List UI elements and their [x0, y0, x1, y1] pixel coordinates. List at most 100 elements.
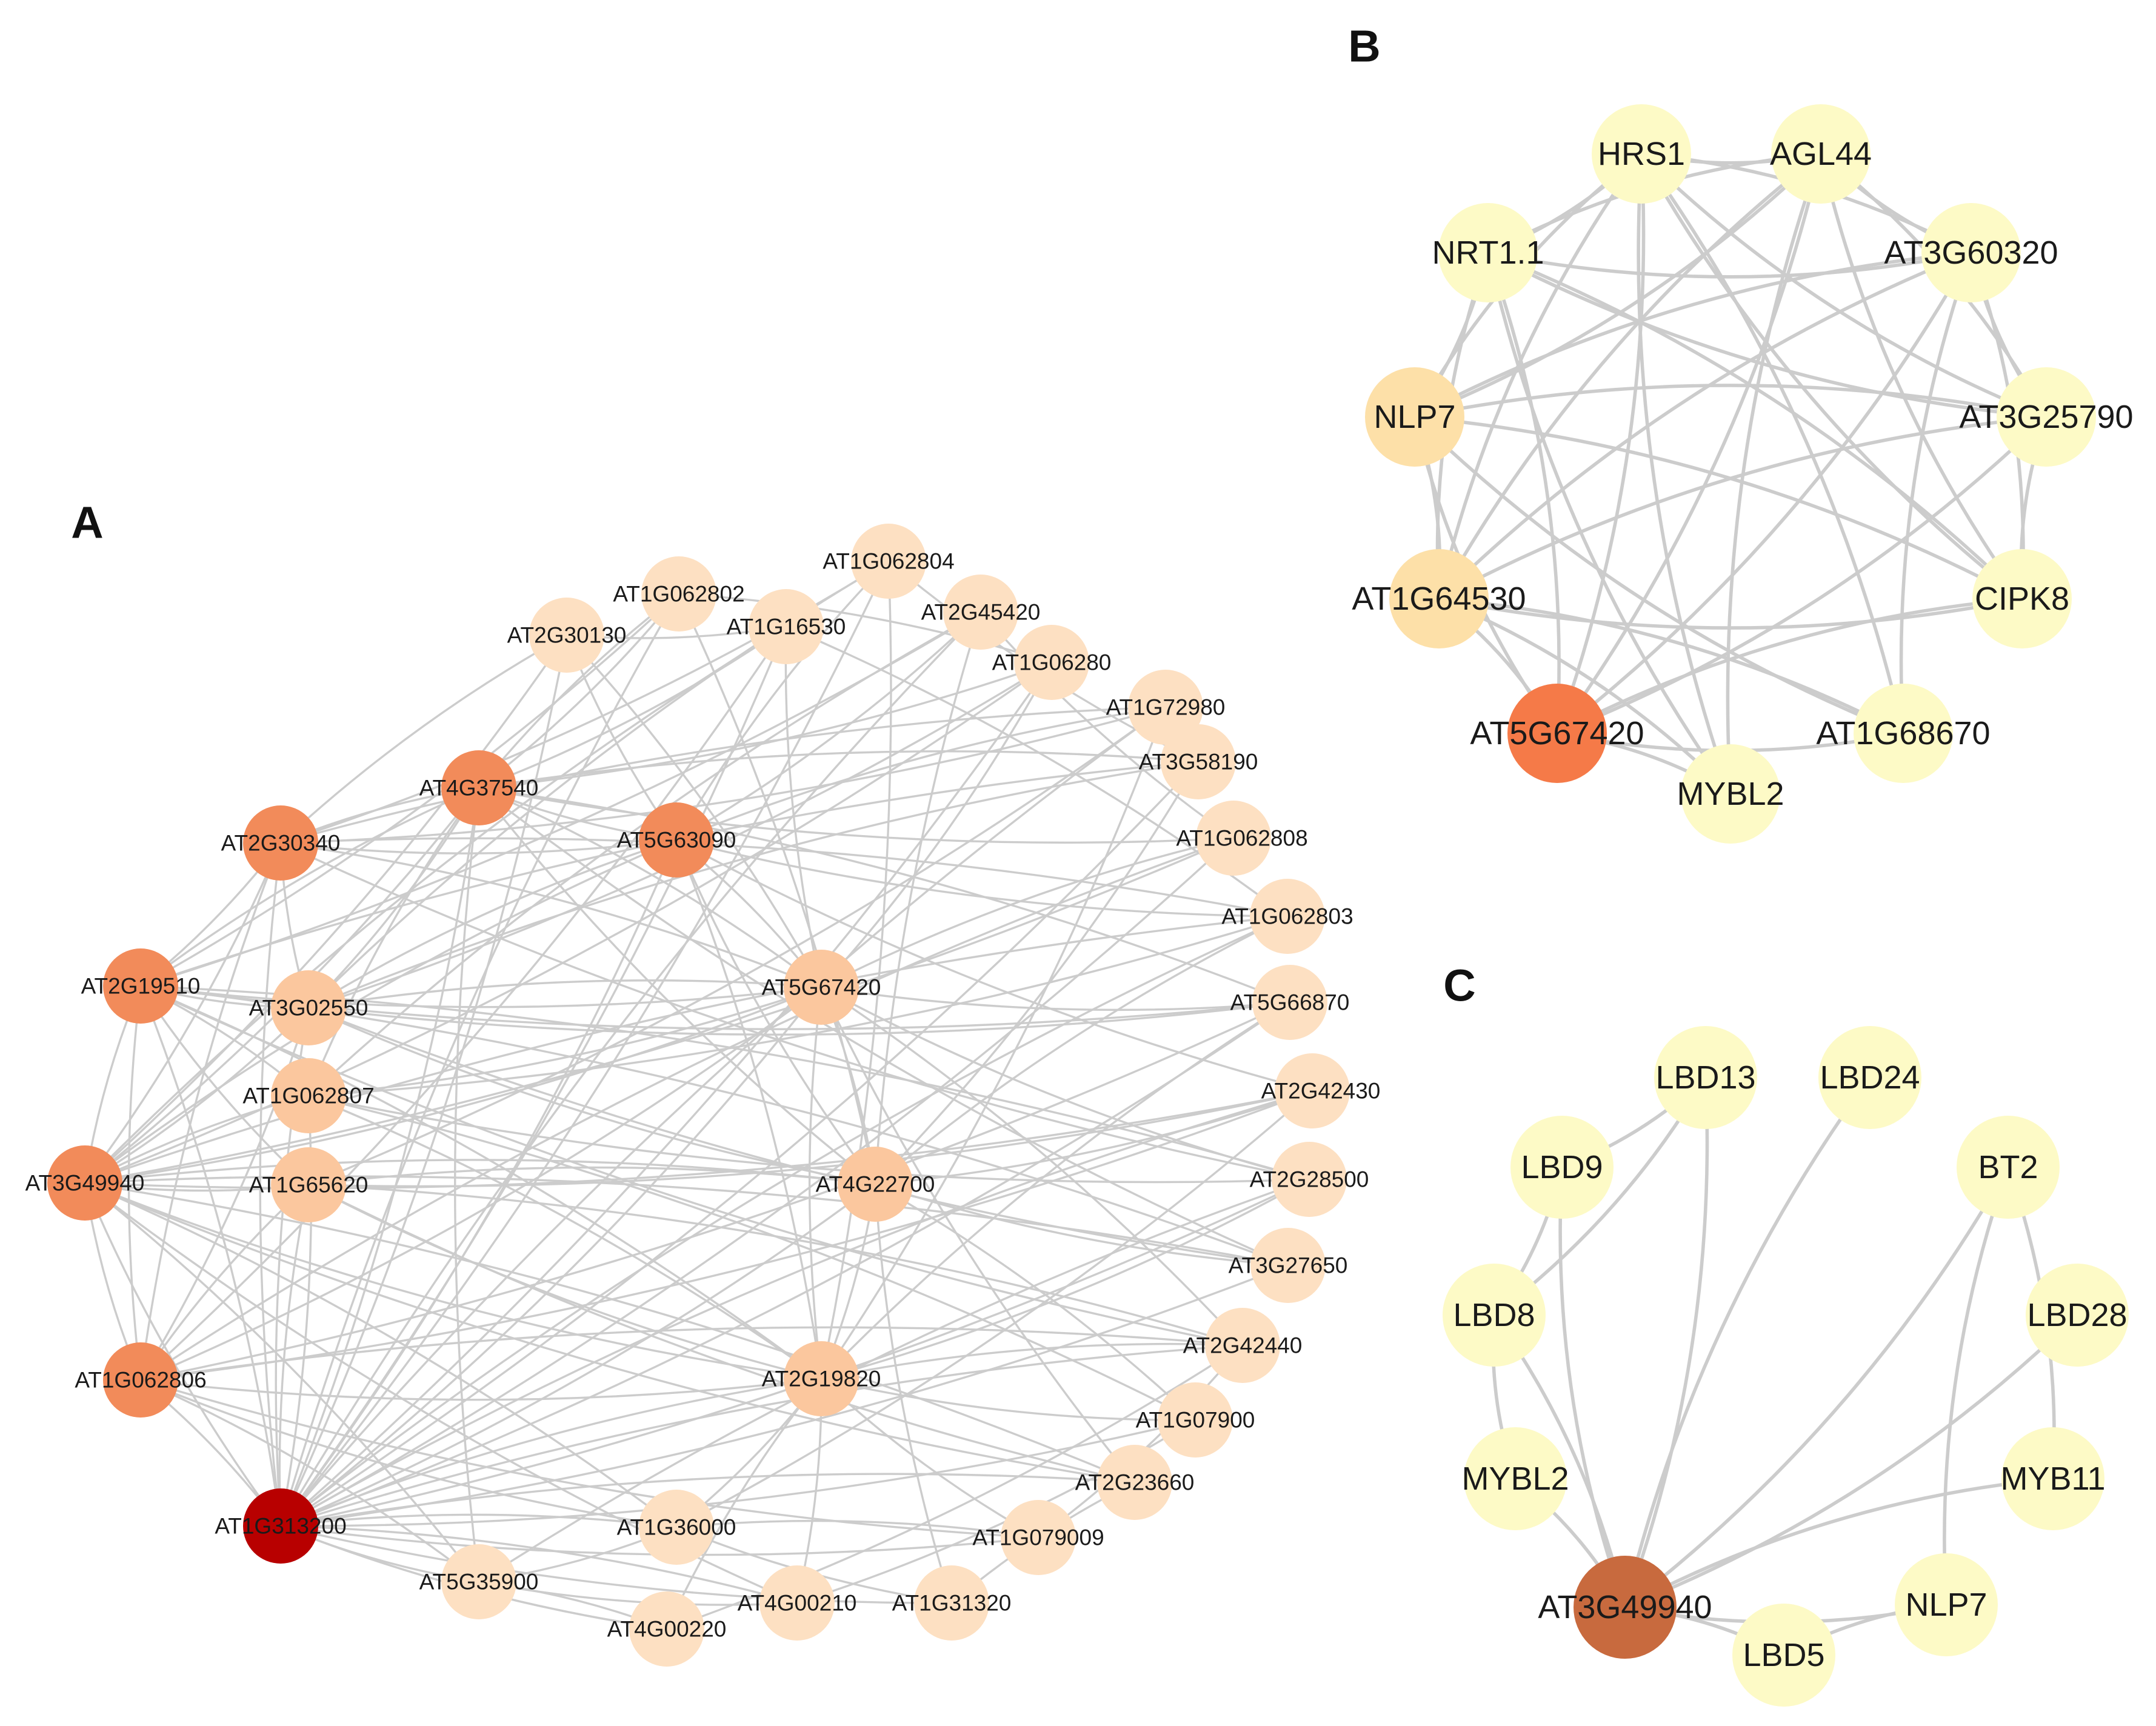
node-circle [47, 1145, 122, 1221]
node-label: NLP7 [1373, 399, 1455, 435]
edge [1623, 1077, 1709, 1608]
edge [1637, 153, 1732, 795]
node-circle [1654, 1026, 1757, 1129]
edge [676, 1090, 1313, 1528]
node-circle [243, 1488, 318, 1564]
node-label: AT1G313200 [215, 1514, 346, 1539]
edge [676, 839, 1313, 1092]
node-circle [641, 556, 716, 631]
edge [308, 839, 677, 1009]
network-node: AT1G31320 [892, 1565, 1011, 1641]
edge [279, 787, 480, 1527]
edge [1555, 153, 1823, 735]
edge [478, 593, 680, 789]
node-label: LBD24 [1820, 1059, 1920, 1096]
network-node: AT5G35900 [419, 1544, 538, 1619]
node-circle [1365, 367, 1464, 467]
node-circle [784, 950, 859, 1025]
edge [140, 985, 822, 1008]
edge [139, 626, 787, 1381]
node-circle [1438, 203, 1538, 302]
edge [280, 1513, 677, 1528]
edge [127, 985, 142, 1381]
node-label: BT2 [1978, 1149, 2038, 1185]
node-label: AT1G06280 [992, 650, 1112, 675]
edge [308, 1184, 1243, 1347]
node-circle [759, 1565, 835, 1641]
edge [140, 985, 1243, 1347]
edge [279, 986, 823, 1527]
edge [1413, 152, 1822, 419]
edge [1438, 597, 1904, 735]
edge [84, 1182, 678, 1528]
edge [1486, 252, 1732, 795]
node-circle [1895, 1553, 1998, 1656]
edge [1726, 153, 1823, 795]
edge [308, 1090, 1313, 1188]
node-circle [1250, 879, 1325, 954]
node-circle [1275, 1053, 1350, 1128]
edge [1624, 1477, 2054, 1609]
edge [820, 1001, 1290, 1380]
network-node: AT3G02550 [249, 970, 368, 1045]
node-label: AT2G19820 [762, 1367, 881, 1391]
node-label: AT5G67420 [1470, 715, 1644, 751]
edge [1486, 252, 1561, 734]
edge [140, 1326, 1243, 1381]
edge [980, 611, 1234, 839]
node-circle [1196, 801, 1271, 876]
network-node: AT2G30340 [221, 805, 340, 881]
node-label: AT2G42440 [1183, 1333, 1303, 1358]
edge [84, 839, 677, 1184]
edge [279, 611, 982, 1527]
edge [478, 787, 876, 1185]
node-circle [838, 1147, 913, 1222]
node-circle [1389, 549, 1489, 648]
node-label: CIPK8 [1975, 581, 2069, 617]
node-circle [1252, 965, 1327, 1040]
edge [307, 787, 480, 1009]
network-node: AT3G27650 [1229, 1228, 1347, 1303]
node-circle [271, 1058, 346, 1133]
edge [140, 1379, 1039, 1539]
edge [1943, 1167, 2010, 1605]
edge [280, 842, 1310, 1181]
node-label: AT5G67420 [762, 975, 881, 1000]
edge [280, 1525, 952, 1604]
edge [1899, 252, 1973, 734]
network-node: NLP7 [1895, 1553, 1998, 1656]
network-node: LBD8 [1443, 1264, 1546, 1367]
network-node: LBD9 [1510, 1116, 1614, 1219]
node-circle [1205, 1308, 1280, 1383]
node-circle [1014, 625, 1089, 700]
node-circle [1272, 1142, 1347, 1217]
node-label: LBD13 [1655, 1059, 1755, 1096]
edge [478, 661, 1052, 789]
node-circle [103, 948, 178, 1024]
node-label: AT1G062807 [242, 1084, 374, 1108]
edge [139, 842, 282, 1381]
node-label: AT2G23660 [1075, 1470, 1195, 1495]
edge [566, 634, 823, 988]
network-node: AT1G062802 [613, 556, 745, 631]
network-node: AT3G49940 [25, 1145, 144, 1221]
edge [1624, 1313, 2078, 1609]
node-circle [1681, 744, 1780, 844]
node-label: HRS1 [1598, 136, 1685, 172]
node-circle [1464, 1427, 1567, 1530]
edge [676, 611, 982, 841]
edge [676, 839, 1288, 918]
network-node: AT4G00220 [607, 1591, 726, 1667]
node-label: AT2G28500 [1250, 1167, 1369, 1192]
network-node: MYB11 [2000, 1427, 2106, 1530]
edge [140, 985, 823, 1380]
node-circle [784, 1341, 859, 1416]
node-label: MYBL2 [1677, 776, 1784, 812]
edge [139, 985, 282, 1527]
edge [1413, 415, 1904, 735]
node-label: LBD9 [1521, 1149, 1603, 1185]
edge [308, 761, 1199, 1009]
network-node: AT1G06280 [992, 625, 1112, 700]
edge [1640, 153, 2023, 601]
node-circle [1818, 1026, 1921, 1129]
